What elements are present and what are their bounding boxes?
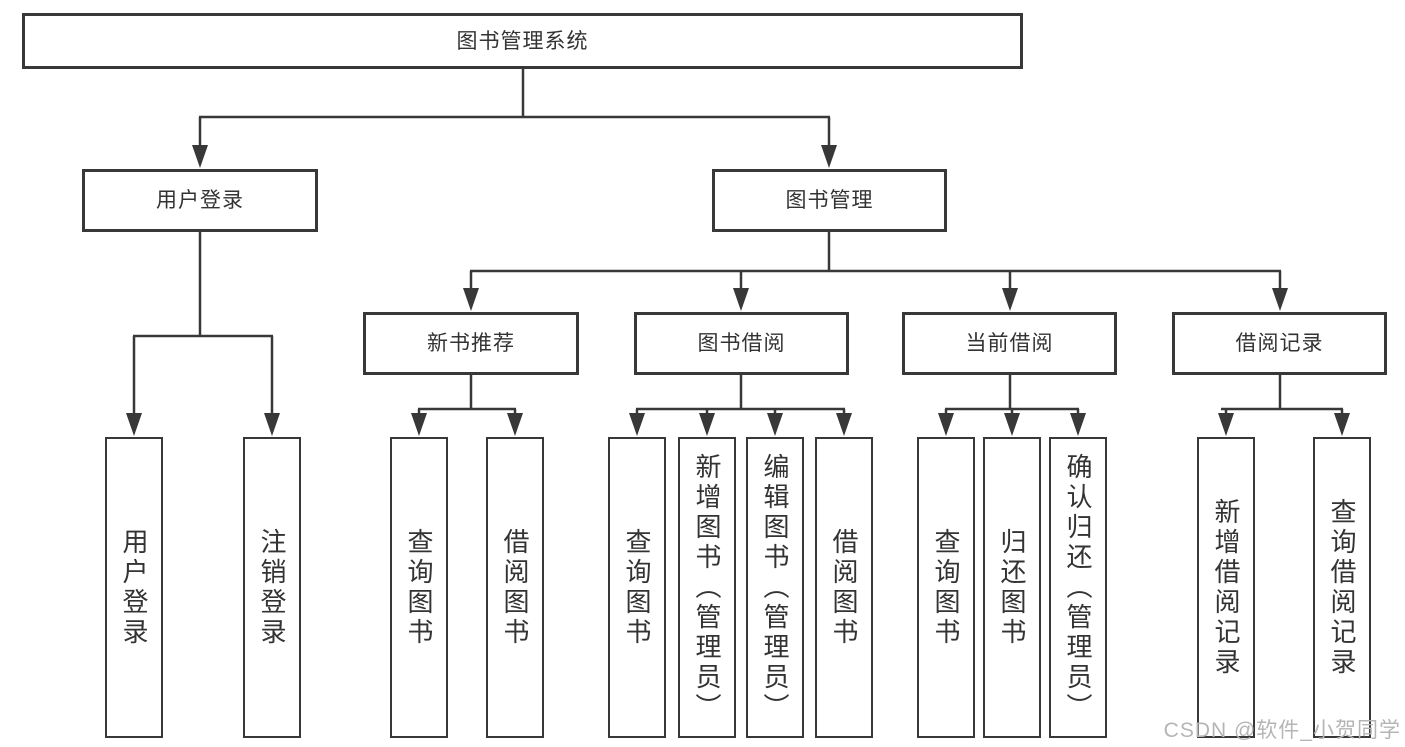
node-edit-books-admin: 编辑图书（管理员） bbox=[746, 437, 804, 738]
node-logout-leaf: 注销登录 bbox=[243, 437, 301, 738]
node-confirm-return-admin: 确认归还（管理员） bbox=[1049, 437, 1107, 738]
node-current-borrowing: 当前借阅 bbox=[902, 312, 1117, 375]
node-root-library-system: 图书管理系统 bbox=[22, 13, 1023, 69]
csdn-watermark: CSDN @软件_小贺同学 bbox=[1163, 719, 1401, 742]
node-new-book-recommendation: 新书推荐 bbox=[363, 312, 579, 375]
node-user-login-branch: 用户登录 bbox=[82, 169, 318, 232]
node-return-books: 归还图书 bbox=[983, 437, 1041, 738]
node-borrow-books-leaf: 借阅图书 bbox=[815, 437, 873, 738]
node-borrow-books-recommend: 借阅图书 bbox=[486, 437, 544, 738]
node-add-books-admin: 新增图书（管理员） bbox=[678, 437, 736, 738]
node-search-books-borrowing: 查询图书 bbox=[608, 437, 666, 738]
node-book-management-branch: 图书管理 bbox=[712, 169, 947, 232]
node-add-borrow-record: 新增借阅记录 bbox=[1197, 437, 1255, 738]
node-borrowing-records: 借阅记录 bbox=[1172, 312, 1387, 375]
node-book-borrowing: 图书借阅 bbox=[634, 312, 849, 375]
node-user-login-leaf: 用户登录 bbox=[105, 437, 163, 738]
node-search-books-current: 查询图书 bbox=[917, 437, 975, 738]
node-search-books-recommend: 查询图书 bbox=[390, 437, 448, 738]
node-search-borrow-record: 查询借阅记录 bbox=[1313, 437, 1371, 738]
